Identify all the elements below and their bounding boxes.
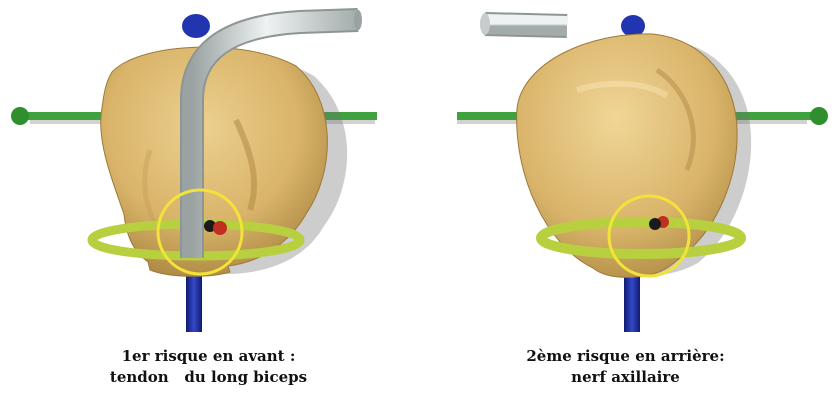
red-marker-ball [213,221,227,235]
blue-axis-top-cap [182,14,210,38]
caption-line-2: nerf axillaire [417,367,834,388]
green-axis-end-knob [810,107,828,125]
black-marker-ball [649,218,661,230]
anterior-risk-caption: 1er risque en avant : tendon du long bic… [0,346,417,388]
anterior-humeral-head-figure [0,0,417,340]
posterior-risk-caption: 2ème risque en arrière: nerf axillaire [417,346,834,388]
caption-line-1: 2ème risque en arrière: [417,346,834,367]
caption-line-2: tendon du long biceps [0,367,417,388]
posterior-humeral-head-figure [417,0,834,340]
green-axis-end-knob [11,107,29,125]
anterior-view-panel: 1er risque en avant : tendon du long bic… [0,0,417,405]
posterior-view-panel: 2ème risque en arrière: nerf axillaire [417,0,834,405]
caption-line-1: 1er risque en avant : [0,346,417,367]
